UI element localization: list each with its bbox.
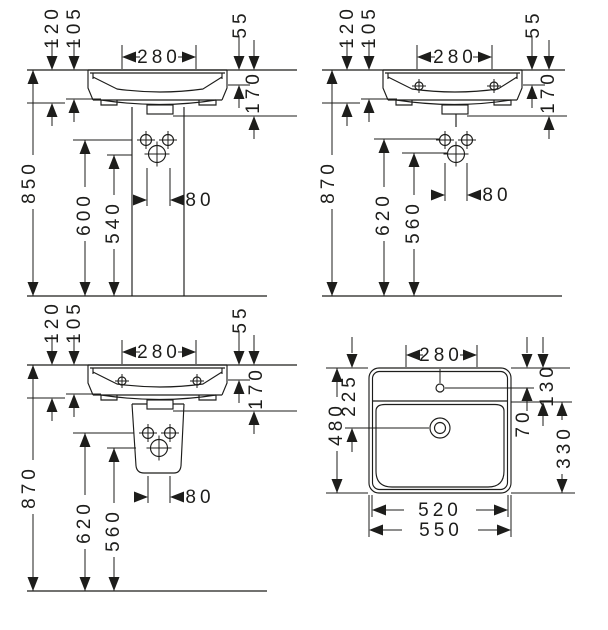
reference-lines xyxy=(27,379,297,449)
dim-label-130: 130 xyxy=(537,363,558,407)
dim-130: 130 xyxy=(537,337,558,426)
reference-lines xyxy=(322,84,567,154)
dim-label-850: 850 xyxy=(19,160,40,204)
view-washbasin-half-pedestal: 870 620 560 120 105 280 55 xyxy=(19,300,297,592)
basin-profile xyxy=(87,69,228,115)
view-washbasin-top: 280 480 225 70 130 330 xyxy=(326,337,575,541)
view-washbasin-with-pedestal: 850 600 540 120 105 280 55 xyxy=(19,5,297,297)
extension-lines xyxy=(326,345,575,537)
mounting-holes xyxy=(435,130,477,168)
dim-280: 280 xyxy=(121,45,197,69)
basin-rim-inner-line xyxy=(371,370,509,491)
dim-label-170: 170 xyxy=(246,366,267,410)
dim-170: 170 xyxy=(538,40,559,139)
dim-120: 120 xyxy=(337,5,358,126)
pedestal-outline xyxy=(131,107,185,296)
dim-label-480: 480 xyxy=(326,402,347,446)
bowl-outline xyxy=(375,403,505,488)
dim-label-330: 330 xyxy=(554,425,575,469)
dim-80: 80 xyxy=(134,476,214,508)
dim-70: 70 xyxy=(513,337,534,438)
dim-label-225: 225 xyxy=(339,373,360,417)
mounting-holes xyxy=(138,423,180,462)
dim-850: 850 xyxy=(19,70,40,296)
dim-870: 870 xyxy=(19,365,40,591)
dim-label-120: 120 xyxy=(42,300,63,344)
dim-55: 55 xyxy=(230,304,251,403)
dim-520: 520 xyxy=(372,500,508,521)
dim-label-55: 55 xyxy=(230,304,251,333)
dim-280: 280 xyxy=(121,340,197,364)
dim-label-280: 280 xyxy=(137,342,181,363)
dim-105: 105 xyxy=(64,300,85,417)
dim-label-620: 620 xyxy=(74,500,95,544)
dim-label-620: 620 xyxy=(373,192,394,236)
dim-560: 560 xyxy=(103,448,124,591)
dim-80: 80 xyxy=(431,163,511,206)
dim-105: 105 xyxy=(359,5,380,122)
basin-profile xyxy=(87,364,228,410)
siphon-cover-outline xyxy=(131,403,185,474)
dim-label-560: 560 xyxy=(403,200,424,244)
dim-540: 540 xyxy=(103,155,124,296)
view-washbasin-wall-mounted: 870 620 560 120 105 280 55 xyxy=(318,5,567,297)
reference-lines xyxy=(27,84,297,156)
dim-170: 170 xyxy=(243,40,264,139)
dim-label-105: 105 xyxy=(359,5,380,49)
dim-105: 105 xyxy=(64,5,85,122)
dim-label-55: 55 xyxy=(230,9,251,38)
dim-600: 600 xyxy=(74,140,95,296)
dim-label-120: 120 xyxy=(42,5,63,49)
dim-620: 620 xyxy=(373,139,394,296)
dim-label-600: 600 xyxy=(74,192,95,236)
drain-inner xyxy=(433,421,447,435)
dim-55: 55 xyxy=(230,9,251,108)
dim-label-550: 550 xyxy=(419,520,463,541)
dim-label-170: 170 xyxy=(243,70,264,114)
dim-label-80: 80 xyxy=(482,185,511,206)
drain-outer xyxy=(429,417,451,439)
dim-label-170: 170 xyxy=(538,70,559,114)
dim-280: 280 xyxy=(416,45,493,69)
dim-170: 170 xyxy=(246,335,267,434)
basin-profile xyxy=(382,69,523,115)
dim-560: 560 xyxy=(403,153,424,296)
dim-label-55: 55 xyxy=(523,9,544,38)
tap-hole xyxy=(435,383,445,393)
dim-label-870: 870 xyxy=(19,465,40,509)
dim-80: 80 xyxy=(133,168,214,211)
dim-label-280: 280 xyxy=(137,47,181,68)
dim-label-540: 540 xyxy=(103,200,124,244)
mounting-holes xyxy=(136,130,178,168)
dim-label-870: 870 xyxy=(318,160,339,204)
dim-label-520: 520 xyxy=(418,500,462,521)
dim-480: 480 xyxy=(326,368,347,493)
dim-280: 280 xyxy=(406,345,477,366)
dim-120: 120 xyxy=(42,300,63,421)
dim-225: 225 xyxy=(339,337,360,452)
dim-label-280: 280 xyxy=(433,47,477,68)
dim-120: 120 xyxy=(42,5,63,126)
dim-label-105: 105 xyxy=(64,300,85,344)
dim-550: 550 xyxy=(369,520,511,541)
dim-330: 330 xyxy=(554,402,575,493)
dim-label-70: 70 xyxy=(513,408,534,437)
dim-label-105: 105 xyxy=(64,5,85,49)
dim-55: 55 xyxy=(523,9,544,108)
basin-outer-outline xyxy=(368,367,512,494)
dim-label-120: 120 xyxy=(337,5,358,49)
dim-label-280: 280 xyxy=(419,345,463,366)
dim-label-80: 80 xyxy=(185,190,214,211)
dim-620: 620 xyxy=(74,433,95,591)
dim-870: 870 xyxy=(318,70,339,296)
dim-label-80: 80 xyxy=(185,487,214,508)
dim-label-560: 560 xyxy=(103,508,124,552)
